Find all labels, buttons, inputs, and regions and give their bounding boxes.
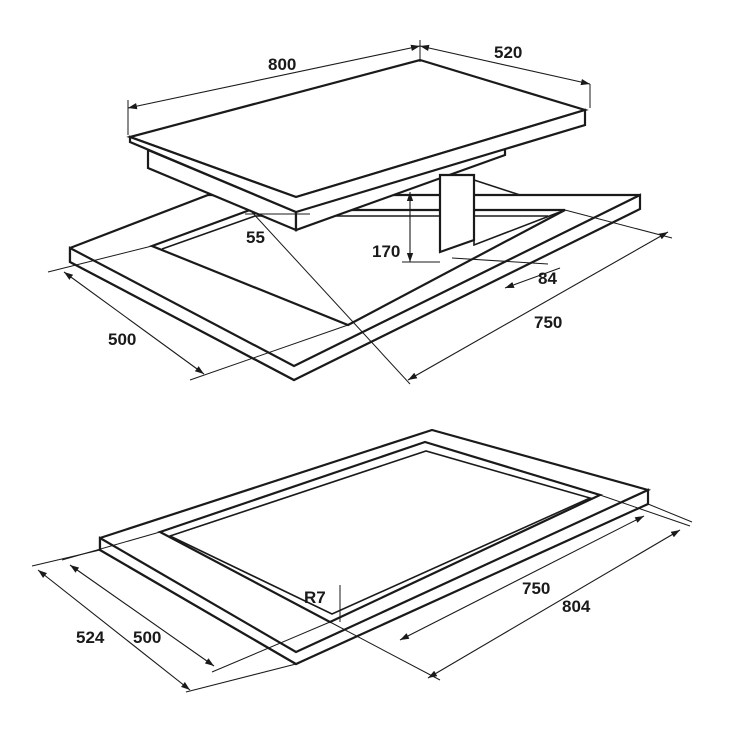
label-55: 55 [246, 228, 265, 247]
dim-804: 804 [427, 503, 693, 679]
dim-524: 524 [31, 549, 297, 693]
label-500-bottom: 500 [133, 628, 161, 647]
label-500-top: 500 [108, 330, 136, 349]
frame [98, 428, 652, 666]
label-r7: R7 [304, 588, 326, 607]
label-804: 804 [562, 597, 591, 616]
label-750-bottom: 750 [522, 579, 550, 598]
label-84: 84 [538, 269, 557, 288]
label-524: 524 [76, 628, 105, 647]
bottom-view-group: R7 750 804 500 524 [31, 428, 693, 693]
label-170: 170 [372, 242, 400, 261]
dim-r7: R7 [304, 585, 341, 622]
label-520: 520 [494, 43, 522, 62]
hob-glass [126, 58, 589, 214]
label-750-top: 750 [534, 313, 562, 332]
dim-55: 55 [245, 213, 310, 247]
dim-500-top: 500 [47, 245, 349, 381]
top-view-group: 800 520 55 170 84 75 [47, 40, 673, 385]
label-800: 800 [268, 55, 296, 74]
dim-750-top: 750 [249, 209, 673, 385]
dim-520: 520 [419, 43, 591, 108]
